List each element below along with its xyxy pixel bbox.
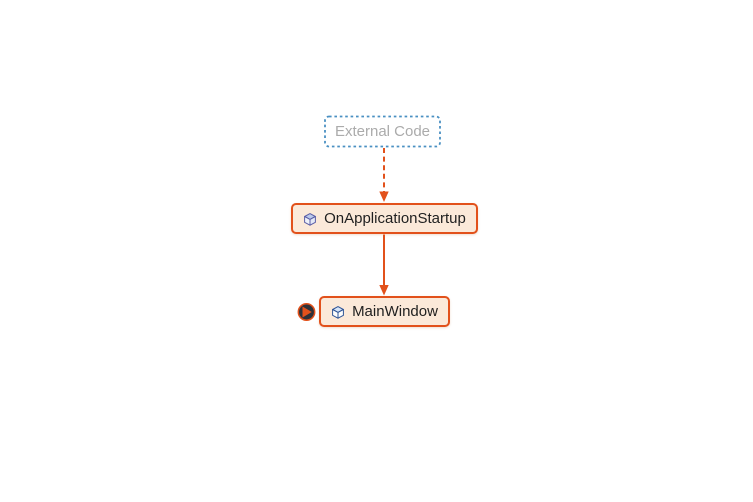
node-external-code[interactable]: External Code	[324, 116, 441, 147]
node-main-window[interactable]: MainWindow	[319, 296, 450, 327]
edge-external-to-startup[interactable]	[379, 148, 389, 202]
node-label: External Code	[334, 123, 431, 140]
node-on-application-startup[interactable]: OnApplicationStartup	[291, 203, 478, 234]
cube-icon	[303, 212, 317, 226]
expand-arrow-icon	[302, 306, 312, 318]
node-label: MainWindow	[352, 303, 438, 320]
node-label: OnApplicationStartup	[324, 210, 466, 227]
external-code-dashed-border	[324, 115, 441, 148]
edge-startup-to-mainwindow[interactable]	[379, 234, 389, 296]
expand-incoming-links-badge[interactable]	[297, 303, 316, 321]
cube-icon	[331, 305, 345, 319]
